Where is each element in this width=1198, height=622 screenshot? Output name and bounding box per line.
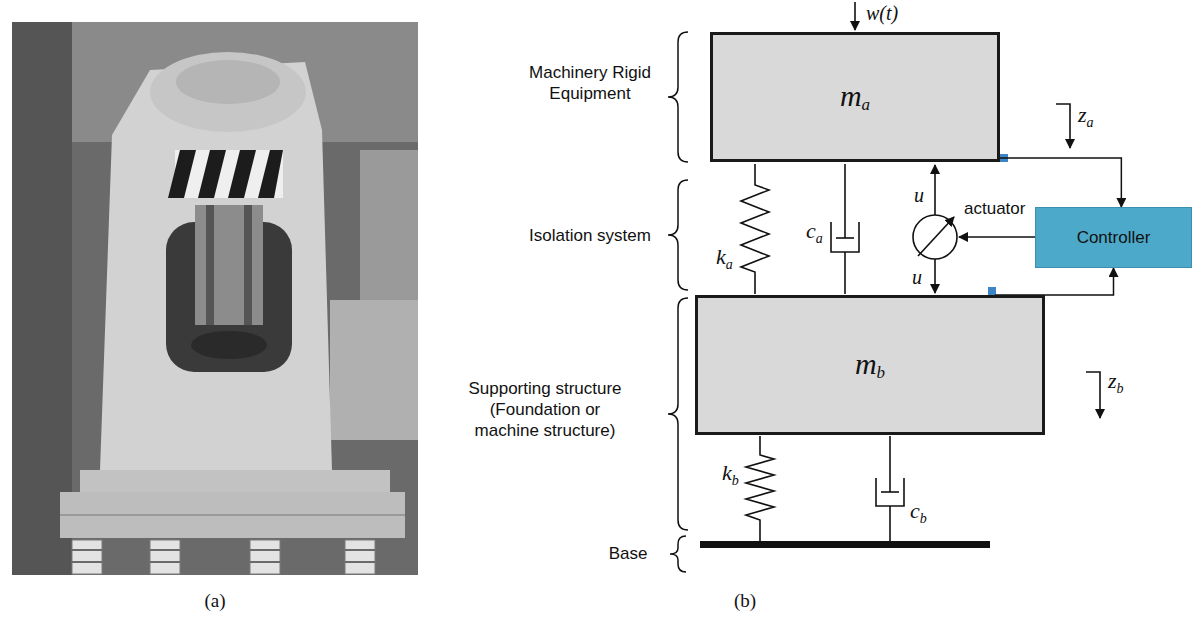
panel-label: (a): [204, 590, 225, 612]
stiffness-label: ka: [716, 246, 733, 272]
controller-box: Controller: [1035, 207, 1192, 268]
spring-symbol: [741, 164, 769, 294]
actuator-label: actuator: [964, 198, 1025, 219]
part-label: Base: [609, 543, 648, 564]
actuator-symbol: [913, 165, 1035, 293]
mass-label: ma: [840, 81, 870, 113]
panel-label: (b): [734, 590, 756, 612]
part-label: Machinery Rigid Equipment: [520, 62, 660, 104]
force-label: u: [914, 184, 924, 206]
part-label: Isolation system: [529, 225, 651, 246]
stiffness-label: kb: [722, 462, 739, 488]
damper-symbol: [876, 436, 904, 541]
controller-label: Controller: [1077, 228, 1151, 248]
mass-block: ma: [710, 32, 1000, 162]
machine-photo: [12, 22, 418, 575]
bracket: [668, 32, 688, 572]
signal-wire: [995, 268, 1114, 295]
part-label: Supporting structure (Foundation or mach…: [445, 378, 645, 441]
damping-label: cb: [910, 500, 927, 526]
damper-symbol: [831, 164, 859, 294]
displacement-label: zb: [1108, 370, 1124, 396]
mass-label: mb: [855, 349, 885, 381]
spring-symbol: [746, 436, 774, 541]
sensor-mark: [988, 287, 996, 295]
force-label: w(t): [866, 2, 898, 24]
damping-label: ca: [806, 220, 823, 246]
force-label: u: [912, 266, 922, 288]
displacement-label: za: [1078, 104, 1094, 130]
mass-block: mb: [695, 295, 1045, 435]
ground-bar: [700, 541, 990, 548]
